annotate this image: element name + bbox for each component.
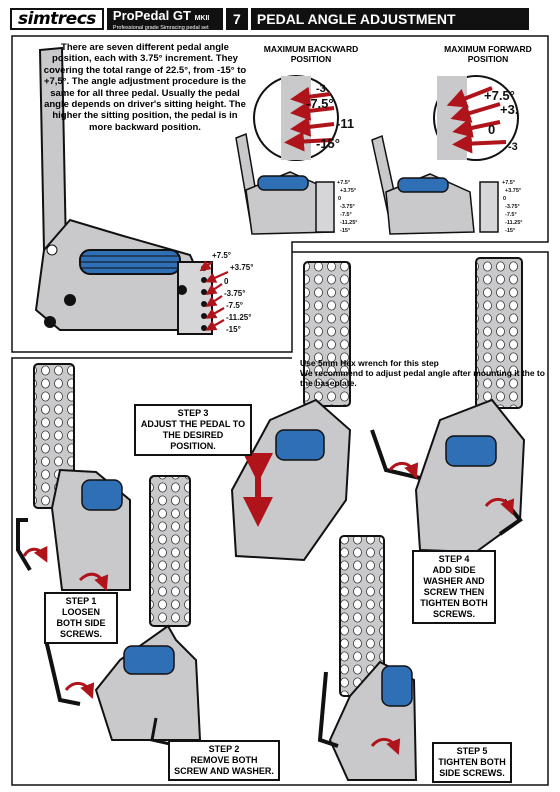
forward-angle-2: 0	[503, 196, 506, 202]
step4-box: STEP 4 ADD SIDE WASHER AND SCREW THEN TI…	[412, 550, 496, 624]
forward-angle-4: -7.5°	[505, 212, 517, 218]
backward-angle-5: -11.25°	[340, 220, 358, 226]
backward-position-illustration: -3 -7.5° -11 -15° +7.5° +3.75° 0 -3.75° …	[235, 75, 358, 235]
backward-zoom-label-0: -3	[316, 83, 326, 95]
main-angle-label-2: 0	[224, 277, 229, 286]
page-title: PEDAL ANGLE ADJUSTMENT	[250, 8, 529, 30]
step1-pedal-illustration	[16, 363, 131, 591]
product-version: MKII	[194, 15, 210, 22]
product-badge: ProPedal GT MKII Professional grade Simr…	[106, 8, 223, 31]
forward-zoom-label-3: -3	[508, 141, 518, 153]
main-angle-label-3: -3.75°	[224, 289, 245, 298]
main-angle-label-1: +3.75°	[230, 263, 253, 272]
backward-angle-1: +3.75°	[340, 188, 356, 194]
product-name: ProPedal GT	[112, 8, 191, 23]
forward-angle-6: -15°	[505, 228, 515, 234]
forward-angle-5: -11.25°	[505, 220, 523, 226]
step2-pedal-illustration	[44, 475, 202, 746]
step5-pedal-illustration	[317, 535, 418, 781]
bottom-panel-frame	[11, 251, 549, 786]
page-header: simtrecs ProPedal GT MKII Professional g…	[10, 8, 529, 31]
backward-position-label: MAXIMUM BACKWARD POSITION	[263, 44, 359, 64]
brand-logo: simtrecs	[10, 8, 104, 30]
step4-pedal-illustration	[370, 257, 526, 554]
page-number: 7	[225, 8, 248, 30]
step3-pedal-illustration	[230, 261, 352, 562]
forward-angle-1: +3.75°	[505, 188, 521, 194]
main-angle-label-6: -15°	[226, 325, 241, 334]
main-angle-label-0: +7.5°	[212, 251, 231, 260]
backward-zoom-label-1: -7.5°	[306, 96, 334, 111]
forward-zoom-label-2: 0	[488, 122, 495, 137]
forward-position-illustration: +7.5° +3. 0 -3 +7.5° +3.75° 0 -3.75° -7.…	[371, 75, 523, 235]
forward-zoom-label-1: +3.	[500, 102, 518, 117]
top-panel-frame	[11, 35, 549, 353]
backward-angle-0: +7.5°	[337, 180, 350, 186]
main-pedal-illustration: +7.5° +3.75° 0 -3.75° -7.5° -11.25° -15°	[34, 46, 253, 335]
forward-zoom-label-0: +7.5°	[484, 88, 515, 103]
backward-zoom-label-2: -11	[336, 116, 354, 131]
forward-angle-3: -3.75°	[505, 204, 520, 210]
backward-zoom-label-3: -15°	[316, 136, 340, 151]
step3-box: STEP 3 ADJUST THE PEDAL TO THE DESIRED P…	[134, 404, 252, 456]
forward-angle-0: +7.5°	[502, 180, 515, 186]
main-angle-label-5: -11.25°	[226, 313, 251, 322]
main-angle-label-4: -7.5°	[226, 301, 243, 310]
step1-box: STEP 1 LOOSEN BOTH SIDE SCREWS.	[44, 592, 118, 644]
backward-angle-2: 0	[338, 196, 341, 202]
backward-angle-4: -7.5°	[340, 212, 352, 218]
intro-text: There are seven different pedal angle po…	[43, 42, 247, 133]
step2-box: STEP 2 REMOVE BOTH SCREW AND WASHER.	[168, 740, 280, 781]
backward-angle-3: -3.75°	[340, 204, 355, 210]
hex-wrench-note: Use 5mm Hex wrench for this step We reco…	[300, 358, 545, 388]
forward-position-label: MAXIMUM FORWARD POSITION	[444, 44, 532, 64]
product-subtitle: Professional grade Simracing pedal set	[112, 25, 209, 31]
backward-angle-6: -15°	[340, 228, 350, 234]
step5-box: STEP 5 TIGHTEN BOTH SIDE SCREWS.	[432, 742, 512, 783]
